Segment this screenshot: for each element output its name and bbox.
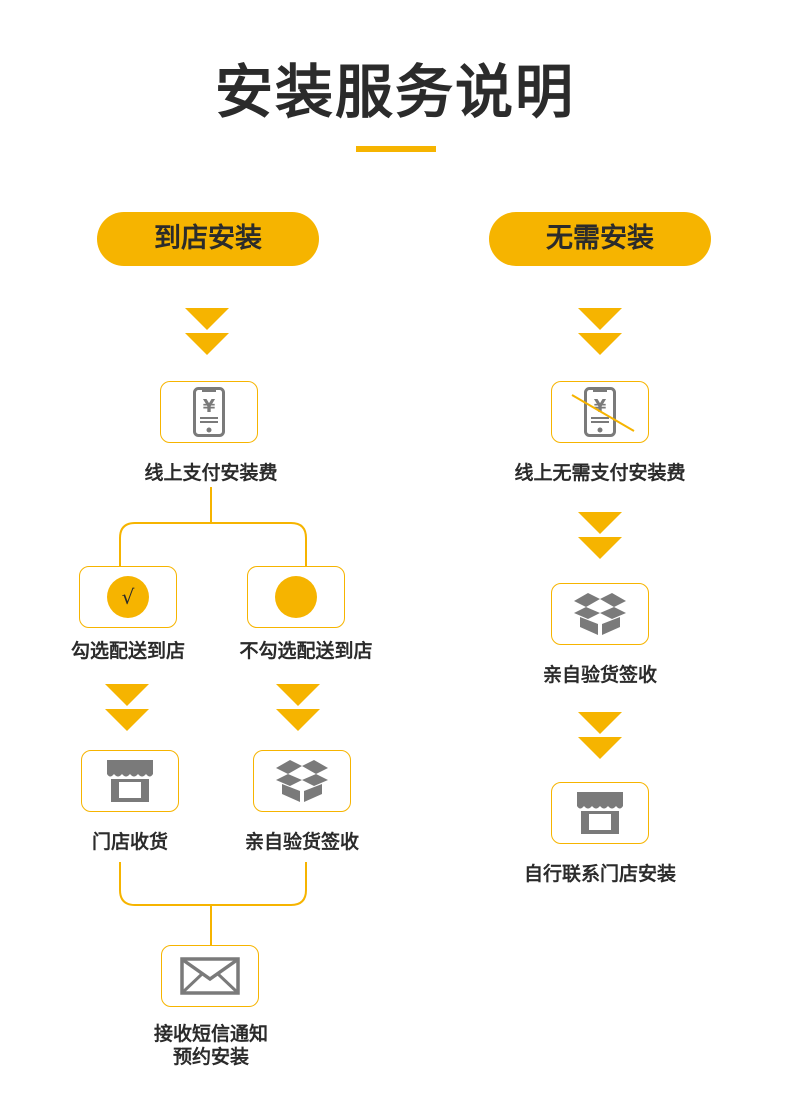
- header-no-install: 无需安装: [489, 212, 711, 266]
- down-arrow-icon: [578, 512, 622, 560]
- header-store-install: 到店安装: [97, 212, 319, 266]
- down-arrow-icon: [578, 308, 622, 356]
- envelope-icon: [180, 957, 240, 995]
- sms-notice-label-line1: 接收短信通知: [153, 1023, 268, 1045]
- self-contact-store-step: [551, 782, 649, 844]
- no-fee-step: ¥: [551, 381, 649, 443]
- down-arrow-icon: [578, 712, 622, 760]
- title-underline: [356, 146, 436, 152]
- page-title: 安装服务说明: [214, 58, 575, 126]
- svg-text:¥: ¥: [594, 396, 607, 417]
- pay-fee-label: 线上支付安装费: [144, 462, 278, 484]
- svg-text:√: √: [122, 585, 135, 609]
- no-fee-label: 线上无需支付安装费: [514, 462, 686, 484]
- down-arrow-icon: [185, 308, 229, 356]
- store-receive-step: [81, 750, 179, 812]
- unchecked-circle-icon: [275, 576, 317, 618]
- pay-fee-step: ¥: [160, 381, 258, 443]
- open-box-icon: [276, 760, 328, 802]
- self-contact-store-label: 自行联系门店安装: [523, 863, 676, 885]
- option-not-deliver-label: 不勾选配送到店: [239, 640, 373, 662]
- svg-text:¥: ¥: [203, 396, 216, 417]
- open-box-icon: [574, 593, 626, 635]
- store-receive-label: 门店收货: [91, 831, 168, 853]
- self-sign-label: 亲自验货签收: [244, 831, 359, 853]
- self-sign-step: [253, 750, 351, 812]
- phone-yuan-icon: ¥: [193, 387, 225, 437]
- down-arrow-icon: [276, 684, 320, 732]
- right-self-sign-step: [551, 583, 649, 645]
- checked-circle-icon: √: [107, 576, 149, 618]
- storefront-icon: [107, 760, 153, 802]
- option-deliver-label: 勾选配送到店: [70, 640, 185, 662]
- right-self-sign-label: 亲自验货签收: [542, 664, 657, 686]
- sms-notice-step: [161, 945, 259, 1007]
- option-deliver-to-store: √: [79, 566, 177, 628]
- sms-notice-label-line2: 预约安装: [172, 1046, 249, 1068]
- phone-yuan-crossed-icon: ¥: [571, 387, 635, 437]
- storefront-icon: [577, 792, 623, 834]
- down-arrow-icon: [105, 684, 149, 732]
- option-not-deliver-to-store: [247, 566, 345, 628]
